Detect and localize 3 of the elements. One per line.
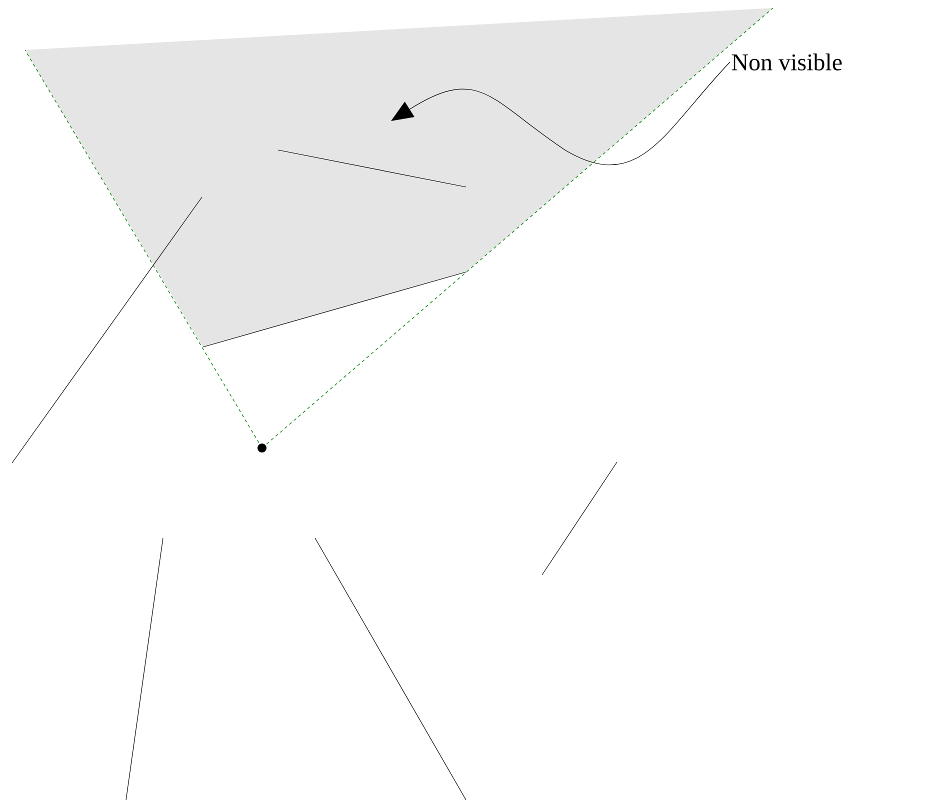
shaded-region [25, 8, 773, 347]
leader-line [391, 62, 730, 166]
region-label: Non visible [732, 54, 842, 70]
